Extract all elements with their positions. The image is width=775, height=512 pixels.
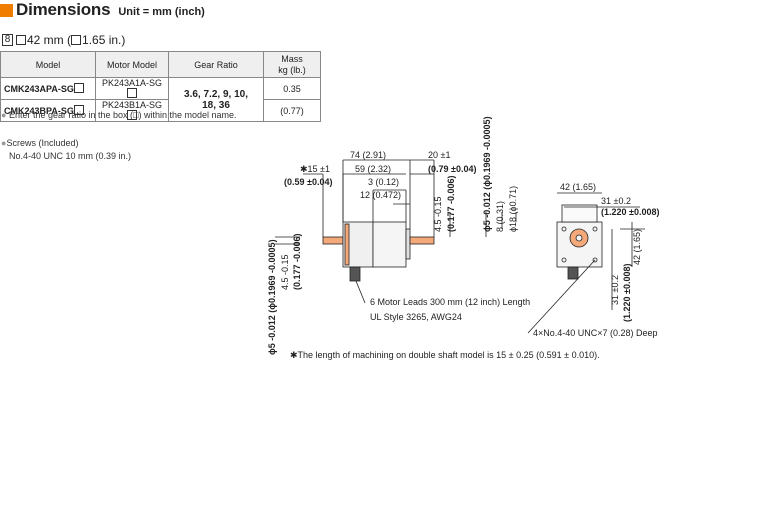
dim-phi5-right: ϕ5 -0.012 (ϕ0.1969 -0.0005) bbox=[482, 116, 492, 232]
dim-59: 59 (2.32) bbox=[355, 164, 391, 174]
dim-45-right: 4.5 -0.15 bbox=[433, 196, 443, 232]
mount-hole bbox=[592, 226, 598, 232]
gear-ratio-cell: 3.6, 7.2, 9, 10, 18, 36 bbox=[168, 77, 264, 122]
col-header-ratio: Gear Ratio bbox=[168, 51, 264, 78]
front-dim-42: 42 (1.65) bbox=[560, 182, 596, 192]
dim-8: 8 (0.31) bbox=[495, 201, 505, 232]
col-header-mass: Mass kg (lb.) bbox=[263, 51, 321, 78]
size-number-box: 8 bbox=[2, 34, 13, 46]
model-cell: CMK243BPA-SG bbox=[0, 99, 96, 122]
motor-name: PK243B1A-SG bbox=[101, 100, 163, 110]
screws-item: No.4-40 UNC 10 mm (0.39 in.) bbox=[9, 151, 132, 161]
spec-table: Model Motor Model Gear Ratio Mass kg (lb… bbox=[0, 51, 321, 122]
unit-label: Unit = mm (inch) bbox=[118, 5, 205, 18]
mount-hole bbox=[592, 257, 598, 263]
model-name: CMK243BPA-SG bbox=[4, 106, 74, 116]
screws-block: ●Screws (Included) No.4-40 UNC 10 mm (0.… bbox=[1, 137, 131, 163]
gear-flange bbox=[405, 228, 411, 260]
orange-marker-icon bbox=[0, 4, 13, 17]
dim-20-inch: (0.79 ±0.04) bbox=[428, 164, 476, 174]
table-row: CMK243BPA-SG PK243B1A-SG (0.77) bbox=[0, 99, 321, 122]
machining-note: ✱The length of machining on double shaft… bbox=[290, 350, 600, 360]
frame-size-text: 42 mm ( bbox=[27, 33, 72, 47]
front-shaft bbox=[575, 234, 583, 242]
square-icon bbox=[126, 88, 137, 98]
dim-15-inch: (0.59 ±0.04) bbox=[284, 177, 332, 187]
dim-phi18: ϕ18 (ϕ0.71) bbox=[508, 186, 518, 232]
motor-cell: PK243B1A-SG bbox=[95, 99, 169, 122]
output-shaft bbox=[409, 236, 435, 245]
front-dim-42-v: 42 (1.65) bbox=[632, 229, 642, 265]
dim-phi5-left: ϕ5 -0.012 (ϕ0.1969 -0.0005) bbox=[267, 239, 277, 355]
motor-leads bbox=[349, 266, 361, 282]
bullet-icon: ● bbox=[1, 138, 7, 148]
gear-note-text: Enter the gear ratio in the box (□) with… bbox=[8, 110, 237, 120]
front-dim-31: 31 ±0.2 bbox=[601, 196, 631, 206]
section-title: Dimensions bbox=[16, 0, 111, 19]
dim-15: ✱15 ±1 bbox=[300, 164, 330, 174]
square-icon bbox=[73, 105, 84, 115]
screws-title: Screws (Included) bbox=[6, 138, 79, 148]
front-dim-31-inch: (1.220 ±0.008) bbox=[601, 207, 659, 217]
motor-end-cap bbox=[344, 223, 350, 266]
square-icon bbox=[16, 35, 26, 45]
frame-size-line: 8 42 mm ( 1.65 in.) bbox=[2, 33, 125, 47]
col-header-motor: Motor Model bbox=[95, 51, 169, 78]
mount-hole bbox=[561, 257, 567, 263]
leads-line-2: UL Style 3265, AWG24 bbox=[370, 312, 462, 322]
dim-3: 3 (0.12) bbox=[368, 177, 399, 187]
bullet-icon: ● bbox=[1, 110, 7, 120]
dim-45-left-inch: (0.177 -0.006) bbox=[292, 233, 302, 290]
model-name: CMK243APA-SG bbox=[4, 84, 74, 94]
square-icon bbox=[71, 35, 82, 45]
square-icon bbox=[126, 110, 137, 120]
mass-header: Mass kg (lb.) bbox=[278, 53, 306, 75]
dim-12: 12 (0.472) bbox=[360, 190, 401, 200]
dim-74: 74 (2.91) bbox=[350, 150, 386, 160]
front-leads bbox=[567, 266, 579, 280]
mass-cell: (0.77) bbox=[263, 99, 321, 122]
ratio-line-1: 3.6, 7.2, 9, 10, bbox=[184, 88, 248, 100]
ratio-line-2: 18, 36 bbox=[202, 99, 230, 111]
mount-hole bbox=[561, 226, 567, 232]
rear-shaft bbox=[322, 236, 344, 245]
front-dim-31-v-inch: (1.220 ±0.008) bbox=[622, 264, 632, 322]
front-top-block bbox=[561, 204, 598, 223]
frame-size-text-inch: 1.65 in.) bbox=[82, 33, 126, 47]
dim-20: 20 ±1 bbox=[428, 150, 450, 160]
dim-45-right-inch: (0.177 -0.006) bbox=[446, 175, 456, 232]
section-header: Dimensions Unit = mm (inch) bbox=[0, 0, 205, 20]
gear-note: ● Enter the gear ratio in the box (□) wi… bbox=[1, 110, 237, 120]
gearhead-body bbox=[372, 221, 407, 268]
square-icon bbox=[73, 83, 84, 93]
holes-note: 4×No.4-40 UNC×7 (0.28) Deep bbox=[533, 328, 658, 338]
front-dim-31-v: 31 ±0.2 bbox=[610, 275, 620, 305]
leads-line-1: 6 Motor Leads 300 mm (12 inch) Length bbox=[370, 297, 530, 307]
motor-name: PK243A1A-SG bbox=[101, 78, 163, 88]
dim-45-left: 4.5 -0.15 bbox=[280, 254, 290, 290]
